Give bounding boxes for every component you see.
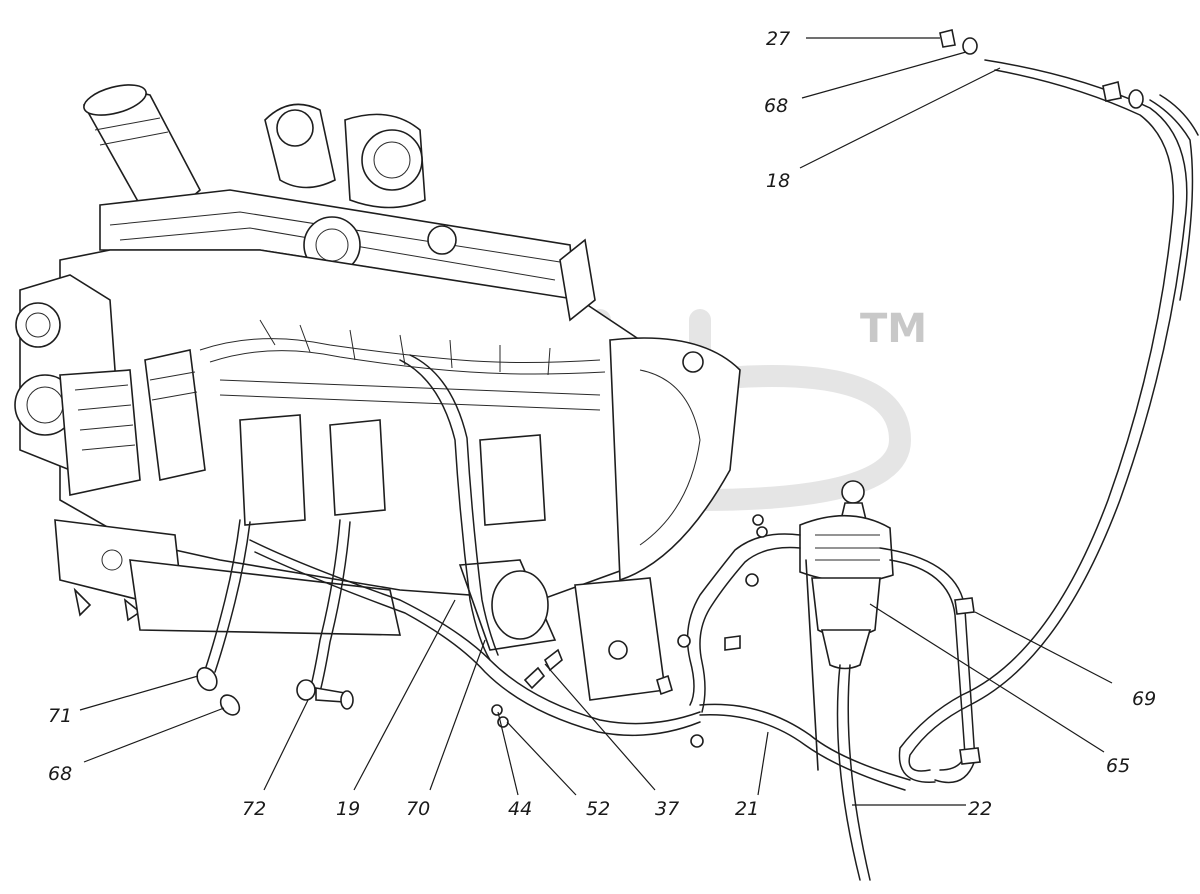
callout-52: 52 [586, 798, 610, 820]
callout-65: 65 [1106, 755, 1130, 777]
callout-70: 70 [406, 798, 430, 820]
callout-21: 21 [735, 798, 759, 820]
callout-27: 27 [766, 28, 790, 50]
callout-71: 71 [48, 705, 72, 727]
watermark-tm: TM [860, 306, 927, 352]
callouts: 27 68 18 69 65 22 21 37 52 44 70 19 72 7… [48, 28, 1156, 820]
callout-68-top: 68 [764, 95, 788, 117]
hoses [196, 29, 1199, 881]
engine [14, 84, 741, 701]
leader-lines [79, 37, 1113, 806]
callout-69: 69 [1132, 688, 1156, 710]
callout-72: 72 [242, 798, 266, 820]
callout-68-bottom: 68 [48, 763, 72, 785]
callout-18: 18 [766, 170, 790, 192]
callout-44: 44 [508, 798, 532, 820]
fuel-filter-assembly [799, 480, 894, 771]
callout-19: 19 [336, 798, 360, 820]
callout-22: 22 [968, 798, 992, 820]
callout-37: 37 [655, 798, 679, 820]
